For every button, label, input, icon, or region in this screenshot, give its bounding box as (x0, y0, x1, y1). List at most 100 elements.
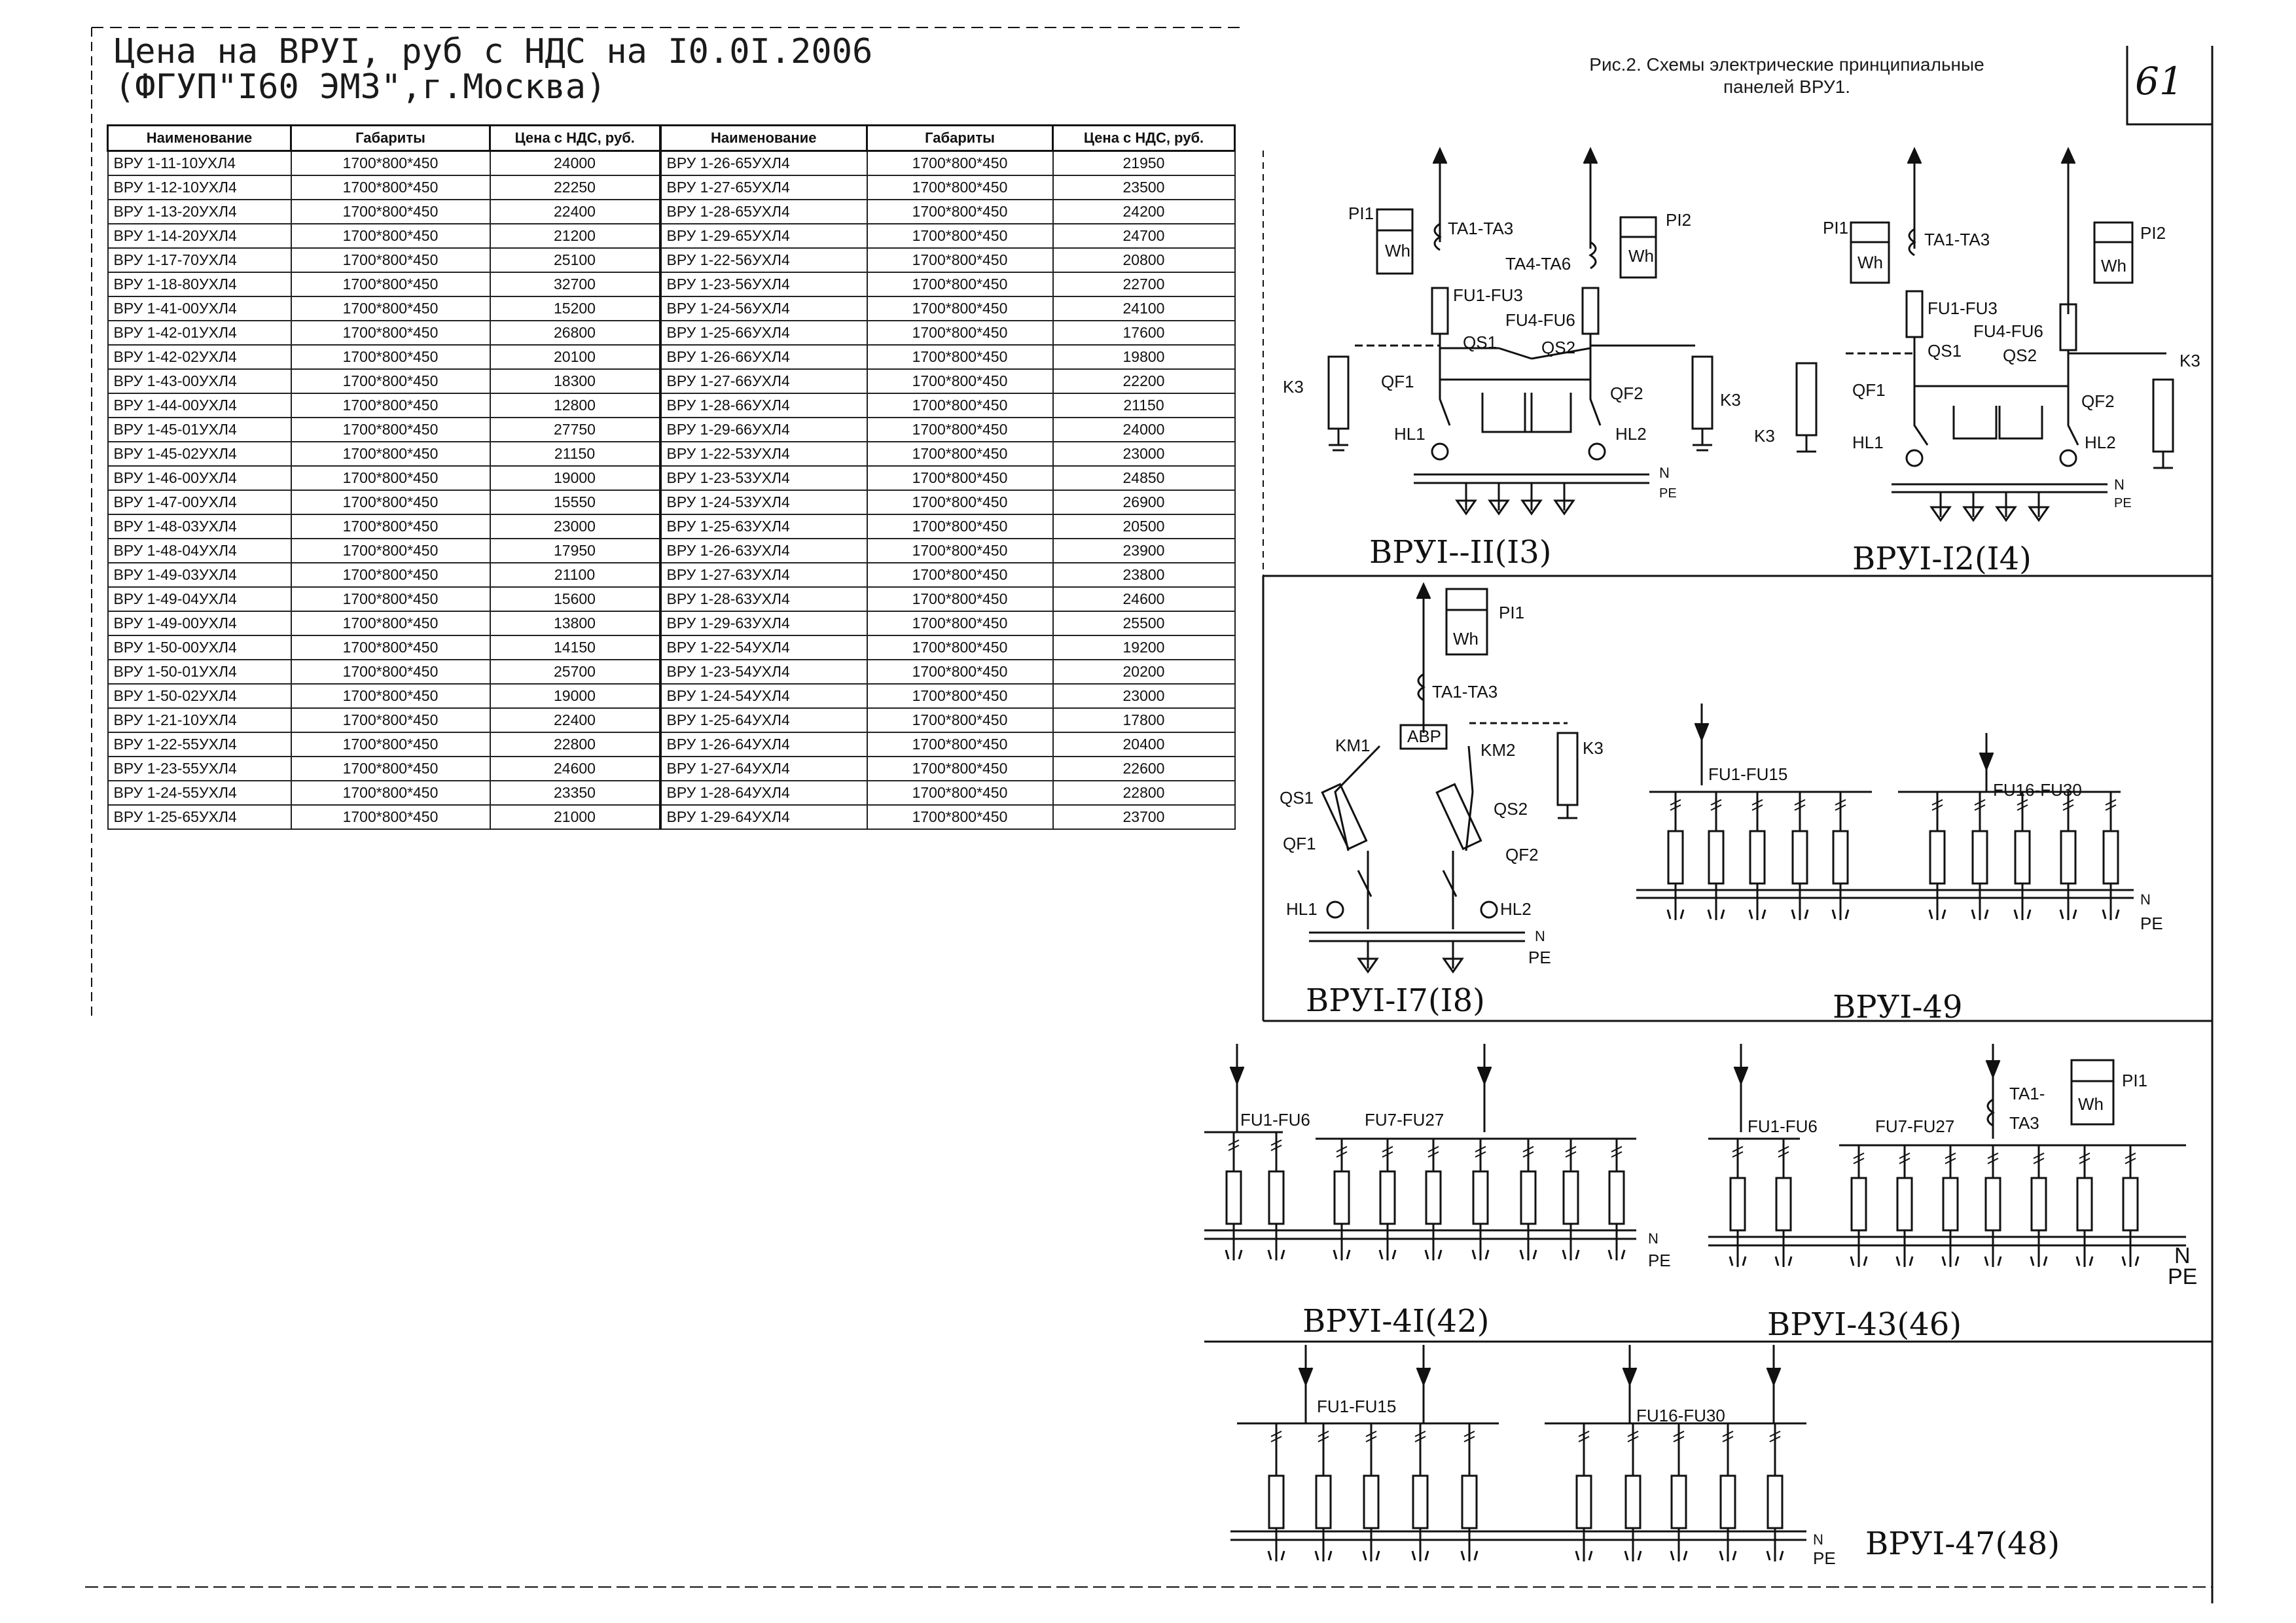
cell-size-2: 1700*800*450 (866, 393, 1054, 418)
cell-name-1: ВРУ 1-17-70УХЛ4 (107, 247, 292, 273)
vru11-name: ВРУI--II(I3) (1369, 534, 1552, 571)
vru49-label-n: N (2140, 891, 2151, 908)
cell-size-1: 1700*800*450 (290, 804, 491, 830)
vru11-label-qs2: QS2 (1541, 338, 1575, 357)
cell-size-1: 1700*800*450 (290, 320, 491, 346)
cell-price-1: 24000 (489, 150, 662, 176)
cell-price-2: 23700 (1052, 804, 1236, 830)
vru49-name: ВРУI-49 (1833, 989, 1963, 1026)
cell-size-2: 1700*800*450 (866, 611, 1054, 636)
cell-size-1: 1700*800*450 (290, 223, 491, 249)
schematic-vru1-12 (1795, 147, 2174, 522)
vru11-label-qs1: QS1 (1463, 332, 1497, 352)
vru17-label-hl2: HL2 (1500, 899, 1532, 919)
cell-size-2: 1700*800*450 (866, 320, 1054, 346)
cell-size-1: 1700*800*450 (290, 150, 491, 176)
vru17-label-n: N (1535, 928, 1545, 944)
cell-name-1: ВРУ 1-48-04УХЛ4 (107, 538, 292, 563)
cell-size-2: 1700*800*450 (866, 586, 1054, 612)
vru43-label-pi1: PI1 (2122, 1071, 2147, 1090)
cell-price-1: 22400 (489, 199, 662, 224)
cell-size-1: 1700*800*450 (290, 611, 491, 636)
cell-name-2: ВРУ 1-26-64УХЛ4 (659, 732, 868, 757)
cell-name-2: ВРУ 1-22-56УХЛ4 (659, 247, 868, 273)
cell-size-1: 1700*800*450 (290, 441, 491, 467)
vru17-label-pi1: PI1 (1499, 603, 1524, 622)
vru17-label-ta1: TA1-TA3 (1432, 682, 1498, 702)
cell-size-2: 1700*800*450 (866, 490, 1054, 515)
cell-size-2: 1700*800*450 (866, 780, 1054, 806)
cell-name-1: ВРУ 1-49-04УХЛ4 (107, 586, 292, 612)
cell-name-1: ВРУ 1-45-02УХЛ4 (107, 441, 292, 467)
cell-name-2: ВРУ 1-28-63УХЛ4 (659, 586, 868, 612)
feeder-column (1850, 1145, 1868, 1267)
cell-name-2: ВРУ 1-29-65УХЛ4 (659, 223, 868, 249)
cell-price-2: 24000 (1052, 417, 1236, 442)
schematic-vru1-11 (1327, 147, 1713, 516)
cell-name-1: ВРУ 1-23-55УХЛ4 (107, 756, 292, 781)
feeder-column (1267, 1423, 1285, 1561)
cell-price-1: 15200 (489, 296, 662, 321)
cell-name-2: ВРУ 1-24-53УХЛ4 (659, 490, 868, 515)
feeder-column (2102, 792, 2120, 920)
feeder-column (2075, 1145, 2094, 1267)
cell-size-1: 1700*800*450 (290, 199, 491, 224)
cell-size-2: 1700*800*450 (866, 272, 1054, 297)
cell-name-2: ВРУ 1-25-63УХЛ4 (659, 514, 868, 539)
cell-size-2: 1700*800*450 (866, 247, 1054, 273)
feeder-column (1971, 792, 1989, 920)
cell-name-1: ВРУ 1-41-00УХЛ4 (107, 296, 292, 321)
cell-size-1: 1700*800*450 (290, 707, 491, 733)
vru17-label-avr: АВР (1407, 726, 1441, 746)
feeder-column (1519, 1139, 1537, 1260)
cell-name-1: ВРУ 1-18-80УХЛ4 (107, 272, 292, 297)
feeder-column (1984, 1145, 2002, 1267)
cell-price-1: 18300 (489, 368, 662, 394)
cell-price-2: 25500 (1052, 611, 1236, 636)
cell-size-1: 1700*800*450 (290, 417, 491, 442)
cell-name-1: ВРУ 1-49-03УХЛ4 (107, 562, 292, 588)
vru11-label-ta4: TA4-TA6 (1505, 254, 1571, 274)
vru11-label-wh2: Wh (1628, 246, 1654, 266)
feeder-column (1424, 1139, 1443, 1260)
page-frame (85, 27, 2214, 1603)
cell-size-2: 1700*800*450 (866, 804, 1054, 830)
cell-size-2: 1700*800*450 (866, 756, 1054, 781)
vru11-label-qf1: QF1 (1381, 372, 1414, 391)
header-name-2: Наименование (659, 124, 868, 152)
cell-size-2: 1700*800*450 (866, 707, 1054, 733)
cell-size-2: 1700*800*450 (866, 417, 1054, 442)
vru12-label-qs2: QS2 (2003, 346, 2037, 365)
feeder-column (1774, 1139, 1793, 1267)
vru17-label-hl1: HL1 (1286, 899, 1318, 919)
vru11-label-k3a: K3 (1283, 377, 1304, 397)
cell-size-2: 1700*800*450 (866, 296, 1054, 321)
feeder-column (1895, 1145, 1914, 1267)
cell-price-2: 22200 (1052, 368, 1236, 394)
cell-size-1: 1700*800*450 (290, 368, 491, 394)
cell-name-2: ВРУ 1-27-66УХЛ4 (659, 368, 868, 394)
cell-size-2: 1700*800*450 (866, 683, 1054, 709)
vru11-label-qf2: QF2 (1610, 383, 1643, 403)
vru12-label-fu1: FU1-FU3 (1928, 298, 1998, 318)
cell-price-1: 17950 (489, 538, 662, 563)
cell-name-1: ВРУ 1-49-00УХЛ4 (107, 611, 292, 636)
cell-name-2: ВРУ 1-27-63УХЛ4 (659, 562, 868, 588)
vru12-label-k3a: K3 (1754, 426, 1775, 446)
cell-price-1: 25100 (489, 247, 662, 273)
vru47-label-pe: PE (1813, 1548, 1836, 1568)
cell-name-2: ВРУ 1-28-64УХЛ4 (659, 780, 868, 806)
cell-name-1: ВРУ 1-46-00УХЛ4 (107, 465, 292, 491)
cell-size-2: 1700*800*450 (866, 514, 1054, 539)
vru12-label-pe: PE (2114, 496, 2132, 510)
feeder-column (1719, 1423, 1737, 1561)
cell-size-1: 1700*800*450 (290, 586, 491, 612)
title-line-2: (ФГУП"I60 ЭМЗ",г.Москва) (115, 67, 607, 107)
cell-price-1: 14150 (489, 635, 662, 660)
cell-name-1: ВРУ 1-42-02УХЛ4 (107, 344, 292, 370)
